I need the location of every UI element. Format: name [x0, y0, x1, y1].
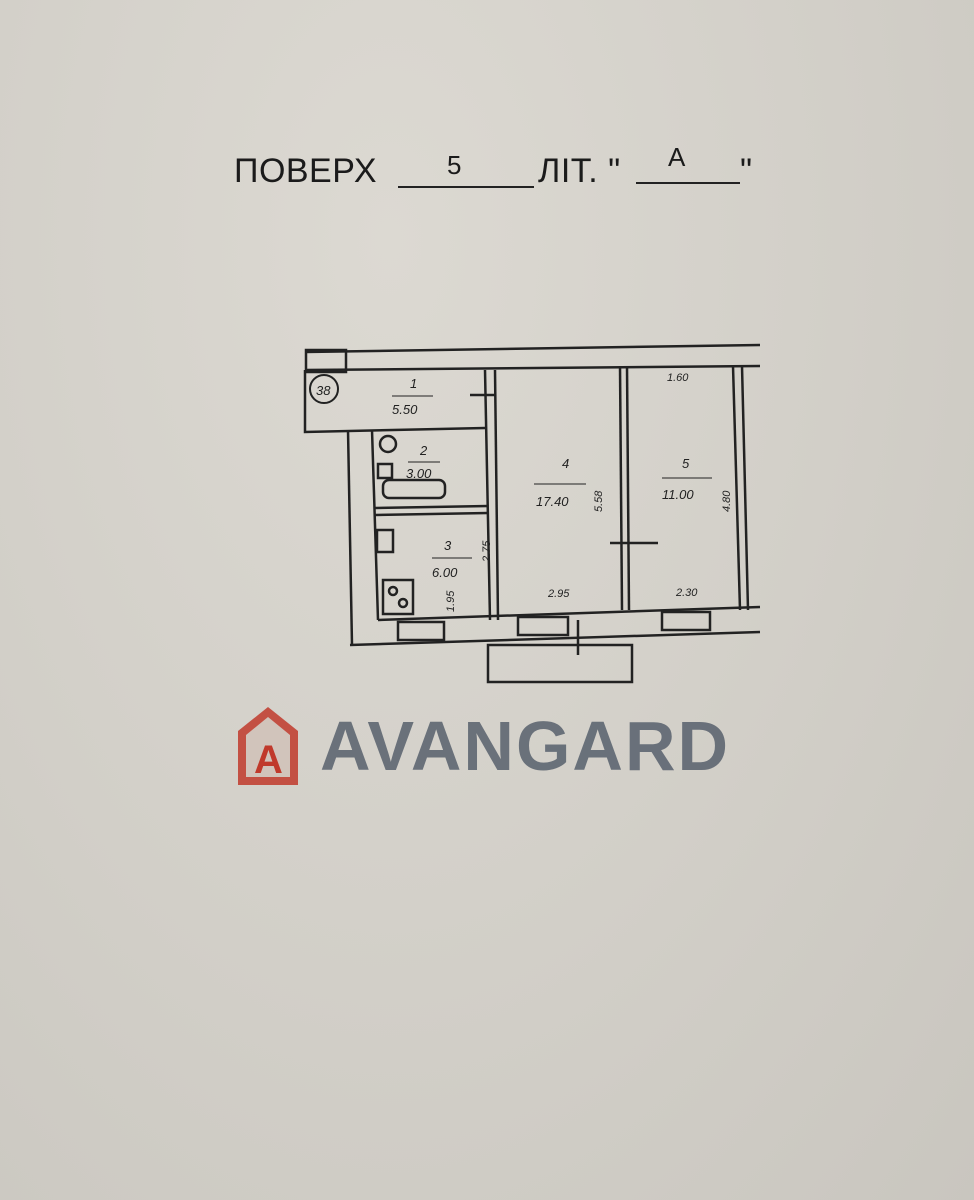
dimension-label: 2.95 [547, 588, 570, 600]
letter-value: А [668, 142, 686, 172]
apartment-number-circle [309, 374, 339, 404]
dimension-label: 2.75 [481, 540, 493, 563]
letter-close: " [740, 152, 753, 190]
dimension-label: 5.58 [593, 490, 605, 512]
dimension-label: 1.60 [667, 372, 689, 384]
floor-value: 5 [447, 150, 462, 180]
room-area: 5.50 [392, 402, 418, 417]
letter-underline [636, 182, 740, 184]
room-number: 3 [444, 538, 452, 553]
watermark-text: AVANGARD [320, 707, 731, 785]
header-line: ПОВЕРХ [234, 152, 377, 191]
dimension-label: 4.80 [721, 490, 733, 512]
watermark: A AVANGARD [236, 705, 730, 787]
floor-underline [398, 186, 534, 188]
room-area: 17.40 [536, 494, 569, 509]
room-area: 3.00 [406, 466, 432, 481]
letter-label: ЛІТ. " [538, 152, 621, 190]
room-area: 6.00 [432, 565, 458, 580]
room-number: 2 [419, 443, 428, 458]
room-number: 4 [562, 456, 569, 471]
apartment-number: 38 [316, 383, 331, 398]
dimension-label: 1.95 [445, 590, 457, 612]
watermark-logo-icon: A [238, 707, 298, 785]
svg-text:A: A [254, 738, 283, 782]
room-area: 11.00 [662, 487, 694, 502]
room-number: 5 [682, 456, 690, 471]
floor-label: ПОВЕРХ [234, 152, 378, 190]
dimension-label: 2.30 [675, 587, 698, 599]
room-number: 1 [410, 376, 417, 391]
